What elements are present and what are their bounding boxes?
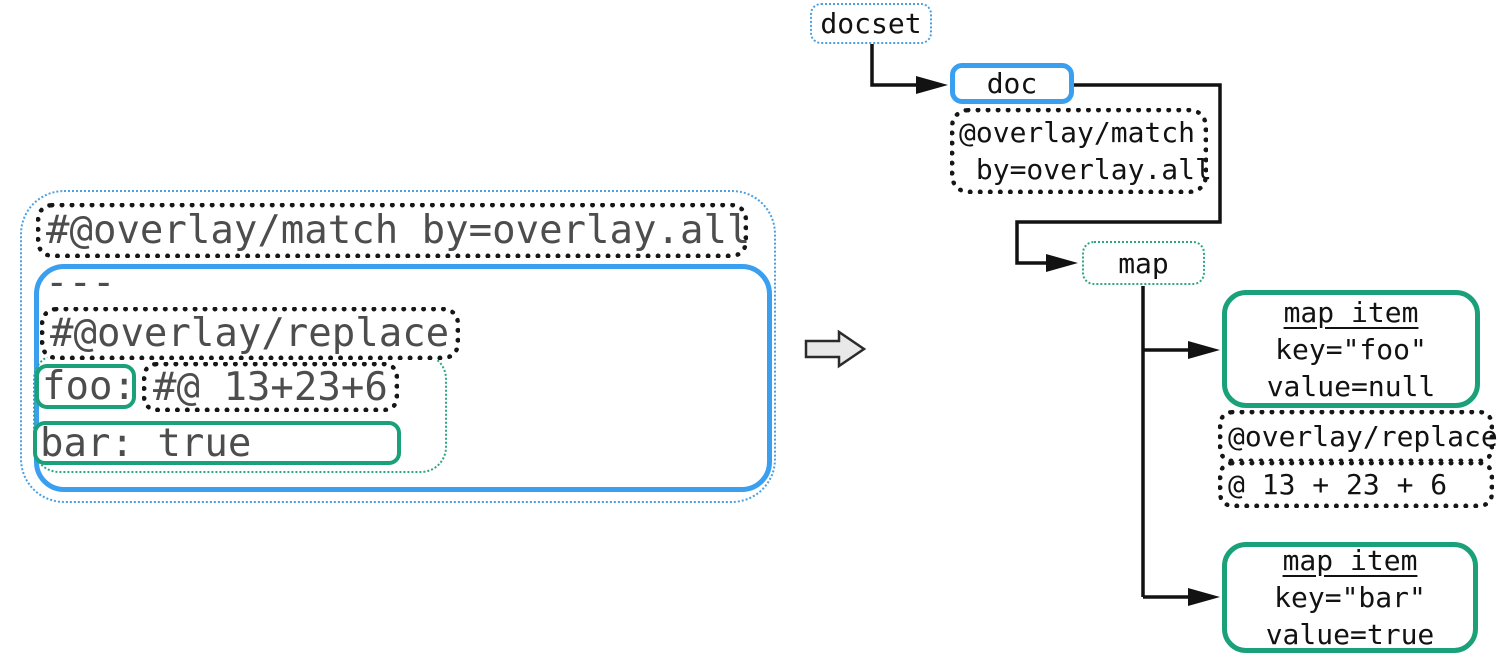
tree-doc-annotation-node: @overlay/match by=overlay.all bbox=[950, 108, 1212, 194]
arrowhead-map-bar bbox=[1188, 588, 1220, 606]
yaml-doc-separator: --- bbox=[45, 259, 116, 305]
yaml-match-annotation-text: #@overlay/match by=overlay.all bbox=[46, 208, 751, 253]
arrowhead-docset-doc bbox=[916, 76, 948, 94]
map-item-foo-title: map item bbox=[1283, 295, 1419, 329]
tree-doc-node: doc bbox=[950, 63, 1074, 104]
arrowhead-doc-map bbox=[1046, 254, 1078, 272]
map-item-bar-key: key="bar" bbox=[1274, 581, 1426, 614]
tree-docset-node: docset bbox=[810, 3, 932, 44]
yaml-foo-key-box: foo: bbox=[35, 364, 136, 409]
yaml-match-annotation-box: #@overlay/match by=overlay.all bbox=[36, 203, 751, 258]
map-item-foo-key: key="foo" bbox=[1275, 332, 1427, 366]
tree-replace-annotation-node: @overlay/replace bbox=[1218, 410, 1498, 463]
tree-value-annotation-node: @ 13 + 23 + 6 bbox=[1218, 461, 1494, 508]
yaml-docset-outline bbox=[20, 190, 776, 503]
arrowhead-map-foo bbox=[1188, 341, 1220, 359]
map-item-bar-title: map item bbox=[1282, 544, 1418, 577]
tree-map-item-foo-node: map item key="foo" value=null bbox=[1222, 290, 1480, 408]
transform-arrow-icon bbox=[804, 329, 867, 369]
yaml-foo-value-annotation-box: #@ 13+23+6 bbox=[142, 362, 399, 412]
yaml-replace-annotation-box: #@overlay/replace bbox=[40, 307, 460, 360]
yaml-replace-annotation-text: #@overlay/replace bbox=[50, 311, 450, 356]
tree-map-item-bar-node: map item key="bar" value=true bbox=[1222, 542, 1478, 653]
map-item-foo-value: value=null bbox=[1266, 369, 1436, 403]
map-item-bar-value: value=true bbox=[1265, 618, 1435, 651]
tree-map-node: map bbox=[1082, 241, 1205, 285]
yaml-bar-entry-box: bar: true bbox=[33, 421, 401, 465]
